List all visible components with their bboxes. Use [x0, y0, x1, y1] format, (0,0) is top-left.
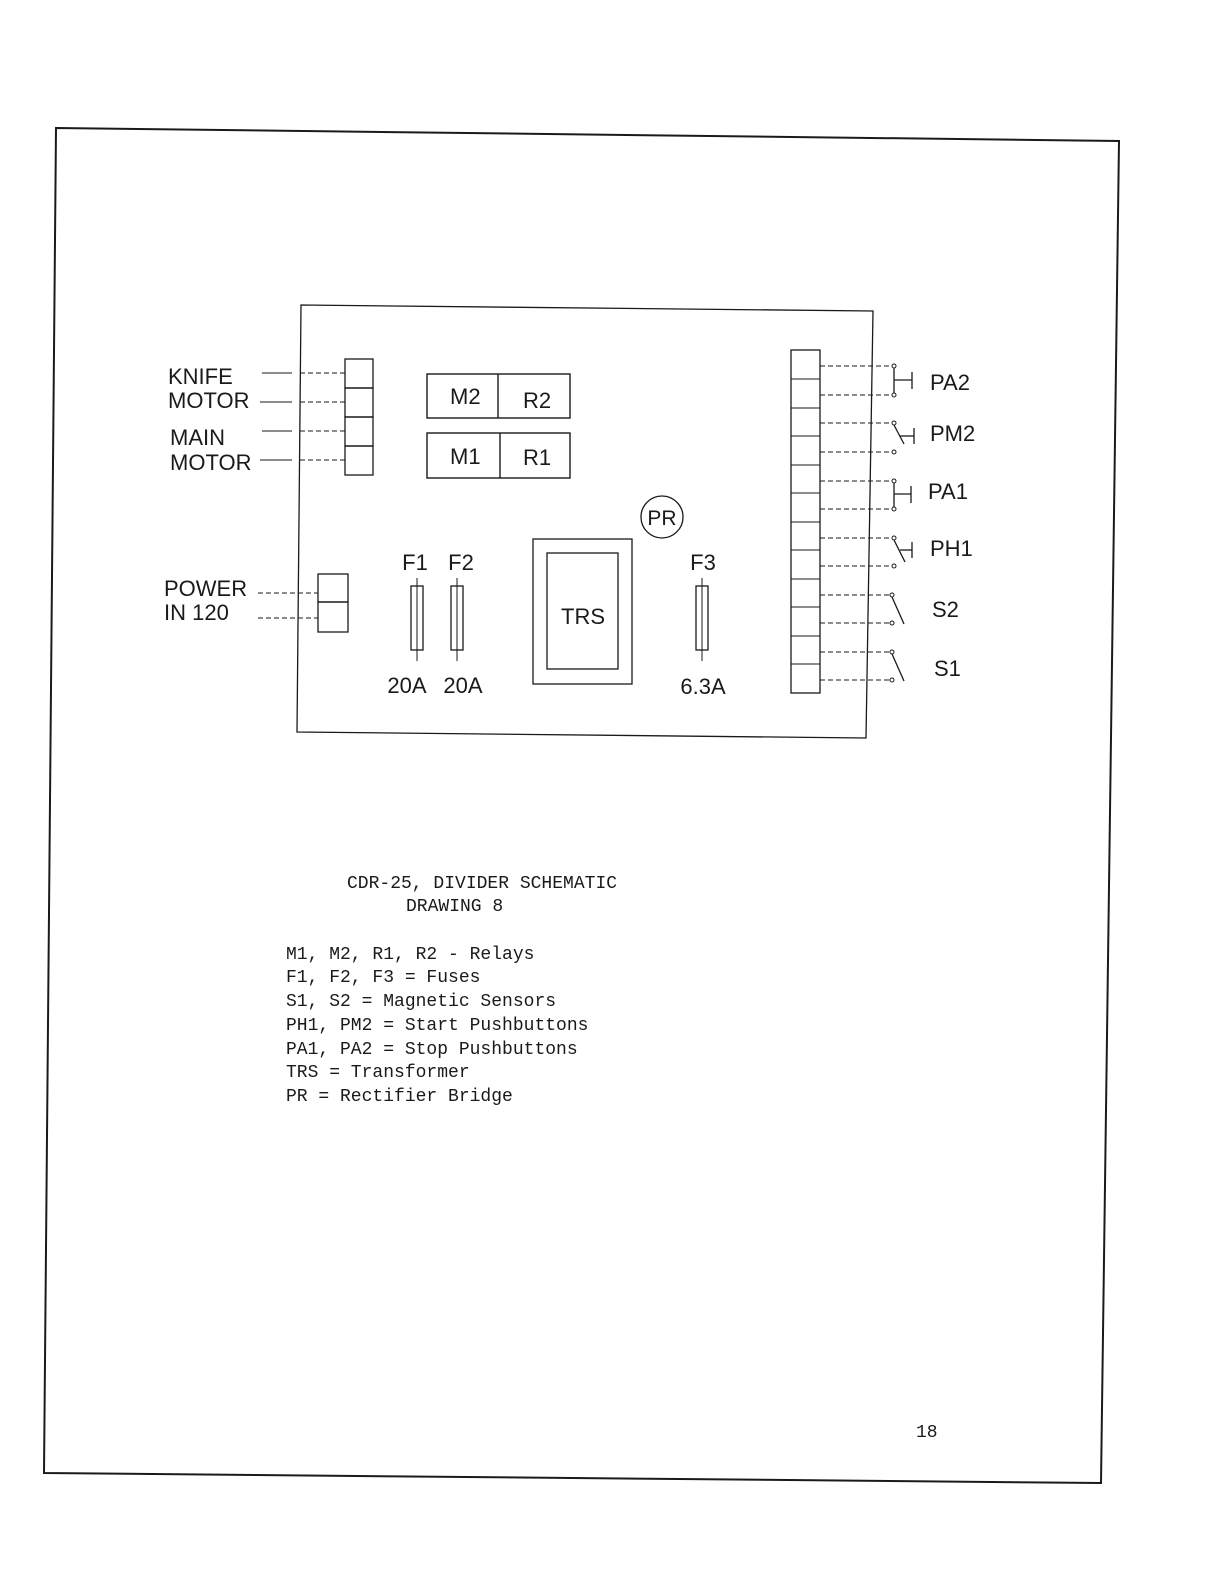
power-leads [258, 592, 318, 619]
pushbutton-pa2: PA2 [891, 363, 970, 398]
fuse-f2-label: F2 [448, 550, 474, 575]
caption-drawing: DRAWING 8 [406, 897, 503, 917]
fuse-f2-rating: 20A [443, 673, 482, 698]
fuse-f1-label: F1 [402, 550, 428, 575]
fuse-f3: F3 6.3A [680, 550, 726, 699]
legend-line: S1, S2 = Magnetic Sensors [286, 992, 556, 1012]
ph1-label: PH1 [930, 536, 973, 561]
legend-line: M1, M2, R1, R2 - Relays [286, 945, 534, 965]
knife-motor-label: MOTOR [168, 388, 249, 413]
caption-title: CDR-25, DIVIDER SCHEMATIC [347, 874, 617, 894]
power-terminal-block [317, 573, 349, 633]
motor-leads [260, 372, 345, 461]
legend-line: TRS = Transformer [286, 1063, 470, 1083]
in120-label: IN 120 [164, 600, 229, 625]
relay-r1-label: R1 [523, 445, 551, 470]
pushbutton-pa1: PA1 [891, 478, 968, 512]
legend-line: PH1, PM2 = Start Pushbuttons [286, 1016, 588, 1036]
pa1-label: PA1 [928, 479, 968, 504]
relay-m2-r2: M2 R2 [426, 373, 571, 419]
rectifier-label: PR [647, 507, 676, 530]
pm2-label: PM2 [930, 421, 975, 446]
legend-line: PR = Rectifier Bridge [286, 1087, 513, 1107]
switch-leads [820, 365, 892, 681]
power-label: POWER [164, 576, 247, 601]
fuse-f3-rating: 6.3A [680, 674, 726, 699]
pa2-label: PA2 [930, 370, 970, 395]
main-motor-label: MOTOR [170, 450, 251, 475]
main-label: MAIN [170, 425, 225, 450]
pushbutton-ph1: PH1 [891, 535, 973, 569]
s1-label: S1 [934, 656, 961, 681]
fuse-f1: F1 20A [387, 550, 427, 698]
relay-m1-label: M1 [450, 444, 481, 469]
legend: M1, M2, R1, R2 - Relays F1, F2, F3 = Fus… [286, 945, 588, 1107]
page-number: 18 [916, 1423, 938, 1443]
rectifier-bridge: PR [640, 495, 684, 539]
motor-terminal-block [344, 358, 374, 476]
pushbutton-pm2: PM2 [891, 420, 975, 455]
sensor-s1: S1 [889, 649, 961, 683]
transformer: TRS [532, 538, 633, 685]
sensor-s2: S2 [889, 592, 959, 626]
fuse-f1-rating: 20A [387, 673, 426, 698]
s2-label: S2 [932, 597, 959, 622]
control-board [296, 304, 874, 739]
relay-m1-r1: M1 R1 [426, 432, 571, 479]
transformer-label: TRS [561, 604, 605, 629]
legend-line: PA1, PA2 = Stop Pushbuttons [286, 1040, 578, 1060]
fuse-f3-label: F3 [690, 550, 716, 575]
page-frame [42, 126, 1121, 1485]
legend-line: F1, F2, F3 = Fuses [286, 968, 480, 988]
switch-terminal-strip [790, 349, 821, 694]
fuse-f2: F2 20A [443, 550, 482, 698]
relay-m2-label: M2 [450, 384, 481, 409]
knife-label: KNIFE [168, 364, 233, 389]
relay-r2-label: R2 [523, 388, 551, 413]
